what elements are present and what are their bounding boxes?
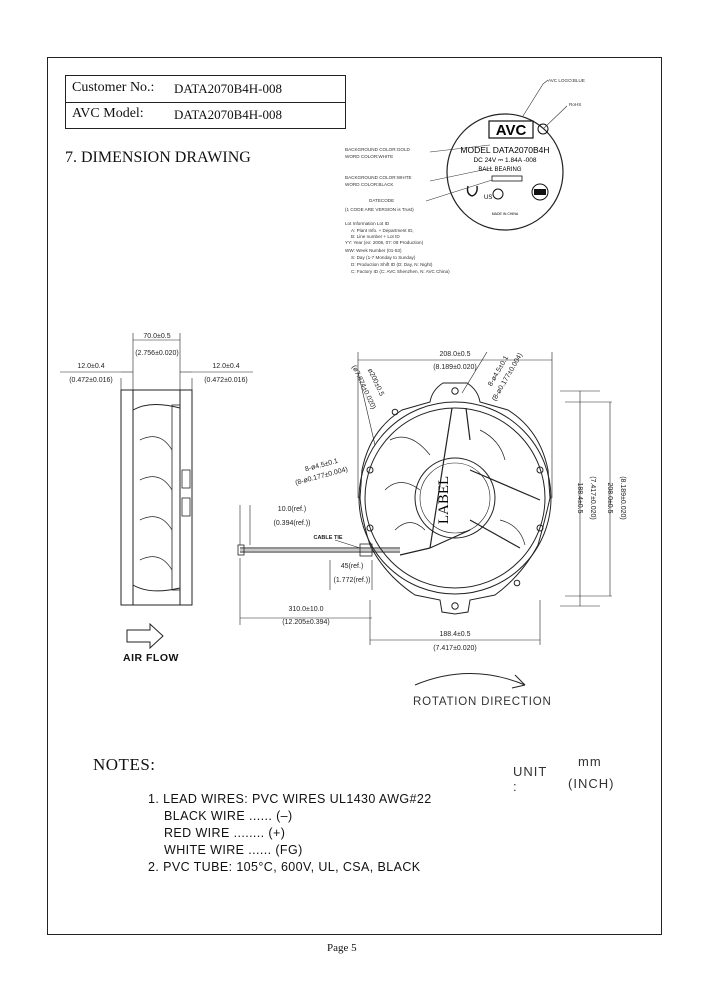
pitch-mm: 188.4±0.5: [439, 631, 470, 638]
callout-word-black: WORD COLOR:BLACK: [345, 182, 394, 187]
front-view: [357, 351, 612, 645]
lot-line-2: A: Plant Info. + Department ID,: [351, 228, 414, 233]
sticker-bearing: BALL BEARING: [478, 167, 521, 173]
vert-pitch-mm: 188.4±0.5: [576, 482, 583, 513]
flange-right-in: (0.472±0.016): [204, 377, 248, 384]
callout-bg-gold: BACKGROUND COLOR:GOLD: [345, 147, 411, 152]
lead-in: (12.205±0.394): [282, 619, 329, 626]
lot-line-4: YY: Year (ex: 2008, 07: 08 Production): [345, 240, 424, 245]
strip-mm: 45(ref.): [341, 563, 364, 570]
note-white-wire: WHITE WIRE ...... (FG): [164, 843, 303, 857]
hole-a-in: (8-ø0.177±0.004): [295, 466, 349, 487]
callout-logo: AVC LOGO:BLUE: [548, 78, 585, 83]
notes-list: 1. LEAD WIRES: PVC WIRES UL1430 AWG#22 B…: [148, 791, 432, 876]
date-code-title: DATECODE: [369, 198, 394, 203]
depth-in: (2.756±0.020): [135, 350, 179, 357]
page-border: [47, 57, 662, 935]
width-in: (8.189±0.020): [433, 364, 477, 371]
sticker-callouts: AVC LOGO:BLUE RoHS BACKGROUND COLOR:GOLD…: [345, 78, 585, 274]
customer-value: DATA2070B4H-008: [174, 81, 283, 96]
sticker-ul: US: [484, 195, 492, 201]
customer-info-table: Customer No.: DATA2070B4H-008 AVC Model:…: [65, 75, 346, 129]
model-value: DATA2070B4H-008: [174, 107, 283, 122]
strip-in: (1.772(ref.)): [334, 577, 371, 584]
cable-tie-label: CABLE TIE: [313, 535, 342, 541]
lead-wires: [237, 505, 400, 625]
fan-label-text: LABEL: [436, 476, 452, 524]
lot-line-3: B: Line number + Lot ID: [351, 234, 400, 239]
notes-heading: NOTES:: [93, 755, 156, 774]
flange-right-mm: 12.0±0.4: [212, 363, 239, 370]
lead-wire-dims: 10.0(ref.) (0.394(ref.)) CABLE TIE 45(re…: [274, 506, 371, 626]
width-mm: 208.0±0.5: [439, 351, 470, 358]
airflow-arrow-icon: [126, 622, 164, 650]
callout-rohs: RoHS: [569, 102, 581, 107]
airflow-label: AIR FLOW: [123, 652, 179, 664]
lot-line-5: WW: Week Number (01-53): [345, 248, 402, 253]
sleeve-in: (0.394(ref.)): [274, 520, 311, 527]
callout-word-white: WORD COLOR:WHITE: [345, 154, 393, 159]
depth-mm: 70.0±0.5: [143, 333, 170, 340]
flange-left-mm: 12.0±0.4: [77, 363, 104, 370]
lot-line-6: S: Day (1-7 Monday to Sunday): [351, 255, 416, 260]
lot-line-8: C: Factory ID (C: AVC Shenzhen, N: AVC C…: [351, 269, 450, 274]
rotation-arrow-icon: [414, 673, 526, 689]
unit-mm: mm: [578, 754, 602, 769]
note-item-1: 1. LEAD WIRES: PVC WIRES UL1430 AWG#22: [148, 792, 432, 806]
lot-line-7: D: Production Shift ID (D: Day, N: Night…: [351, 262, 433, 267]
lot-line-1: Lot Information Lot ID: [345, 221, 390, 226]
section-title: 7. DIMENSION DRAWING: [65, 149, 251, 166]
flange-left-in: (0.472±0.016): [69, 377, 113, 384]
vert-width-in: (8.189±0.020): [619, 476, 626, 520]
page-number: Page 5: [327, 942, 357, 954]
side-view-dims: 70.0±0.5 (2.756±0.020) 12.0±0.4 (0.472±0…: [69, 333, 248, 384]
note-red-wire: RED WIRE ........ (+): [164, 826, 286, 840]
label-sticker: AVC MODEL DATA2070B4H DC 24V ⎓ 1.84A -00…: [425, 79, 568, 231]
sticker-brand: AVC: [496, 122, 527, 139]
svg-text:MADE IN CHINA: MADE IN CHINA: [492, 212, 519, 216]
unit-label: UNIT :: [513, 764, 548, 794]
customer-row: Customer No.: DATA2070B4H-008: [66, 76, 345, 103]
note-item-2: 2. PVC TUBE: 105°C, 600V, UL, CSA, BLACK: [148, 860, 421, 874]
vert-width-mm: 208.0±0.5: [606, 482, 613, 513]
date-code-format: (1 CODE ARE VERSION is Trust): [345, 207, 414, 212]
ul-mark-icon: [466, 185, 478, 197]
sleeve-mm: 10.0(ref.): [278, 506, 306, 513]
callout-bg-white: BACKGROUND COLOR:WHITE: [345, 175, 412, 180]
model-label: AVC Model:: [72, 106, 144, 121]
pitch-in: (7.417±0.020): [433, 645, 477, 652]
unit-inch: (INCH): [568, 776, 615, 791]
front-view-dims: 208.0±0.5 (8.189±0.020) 188.4±0.5 (7.417…: [295, 351, 626, 652]
note-black-wire: BLACK WIRE ...... (–): [164, 809, 293, 823]
model-row: AVC Model: DATA2070B4H-008: [66, 102, 345, 128]
tuv-mark-icon: [531, 183, 549, 201]
lead-mm: 310.0±10.0: [289, 606, 324, 613]
vert-pitch-in: (7.417±0.020): [589, 476, 596, 520]
rotation-label: ROTATION DIRECTION: [413, 696, 552, 708]
side-view: [60, 333, 253, 606]
customer-label: Customer No.:: [72, 80, 155, 95]
sticker-model: MODEL DATA2070B4H: [460, 145, 549, 155]
sticker-spec: DC 24V ⎓ 1.84A -008: [473, 157, 536, 164]
